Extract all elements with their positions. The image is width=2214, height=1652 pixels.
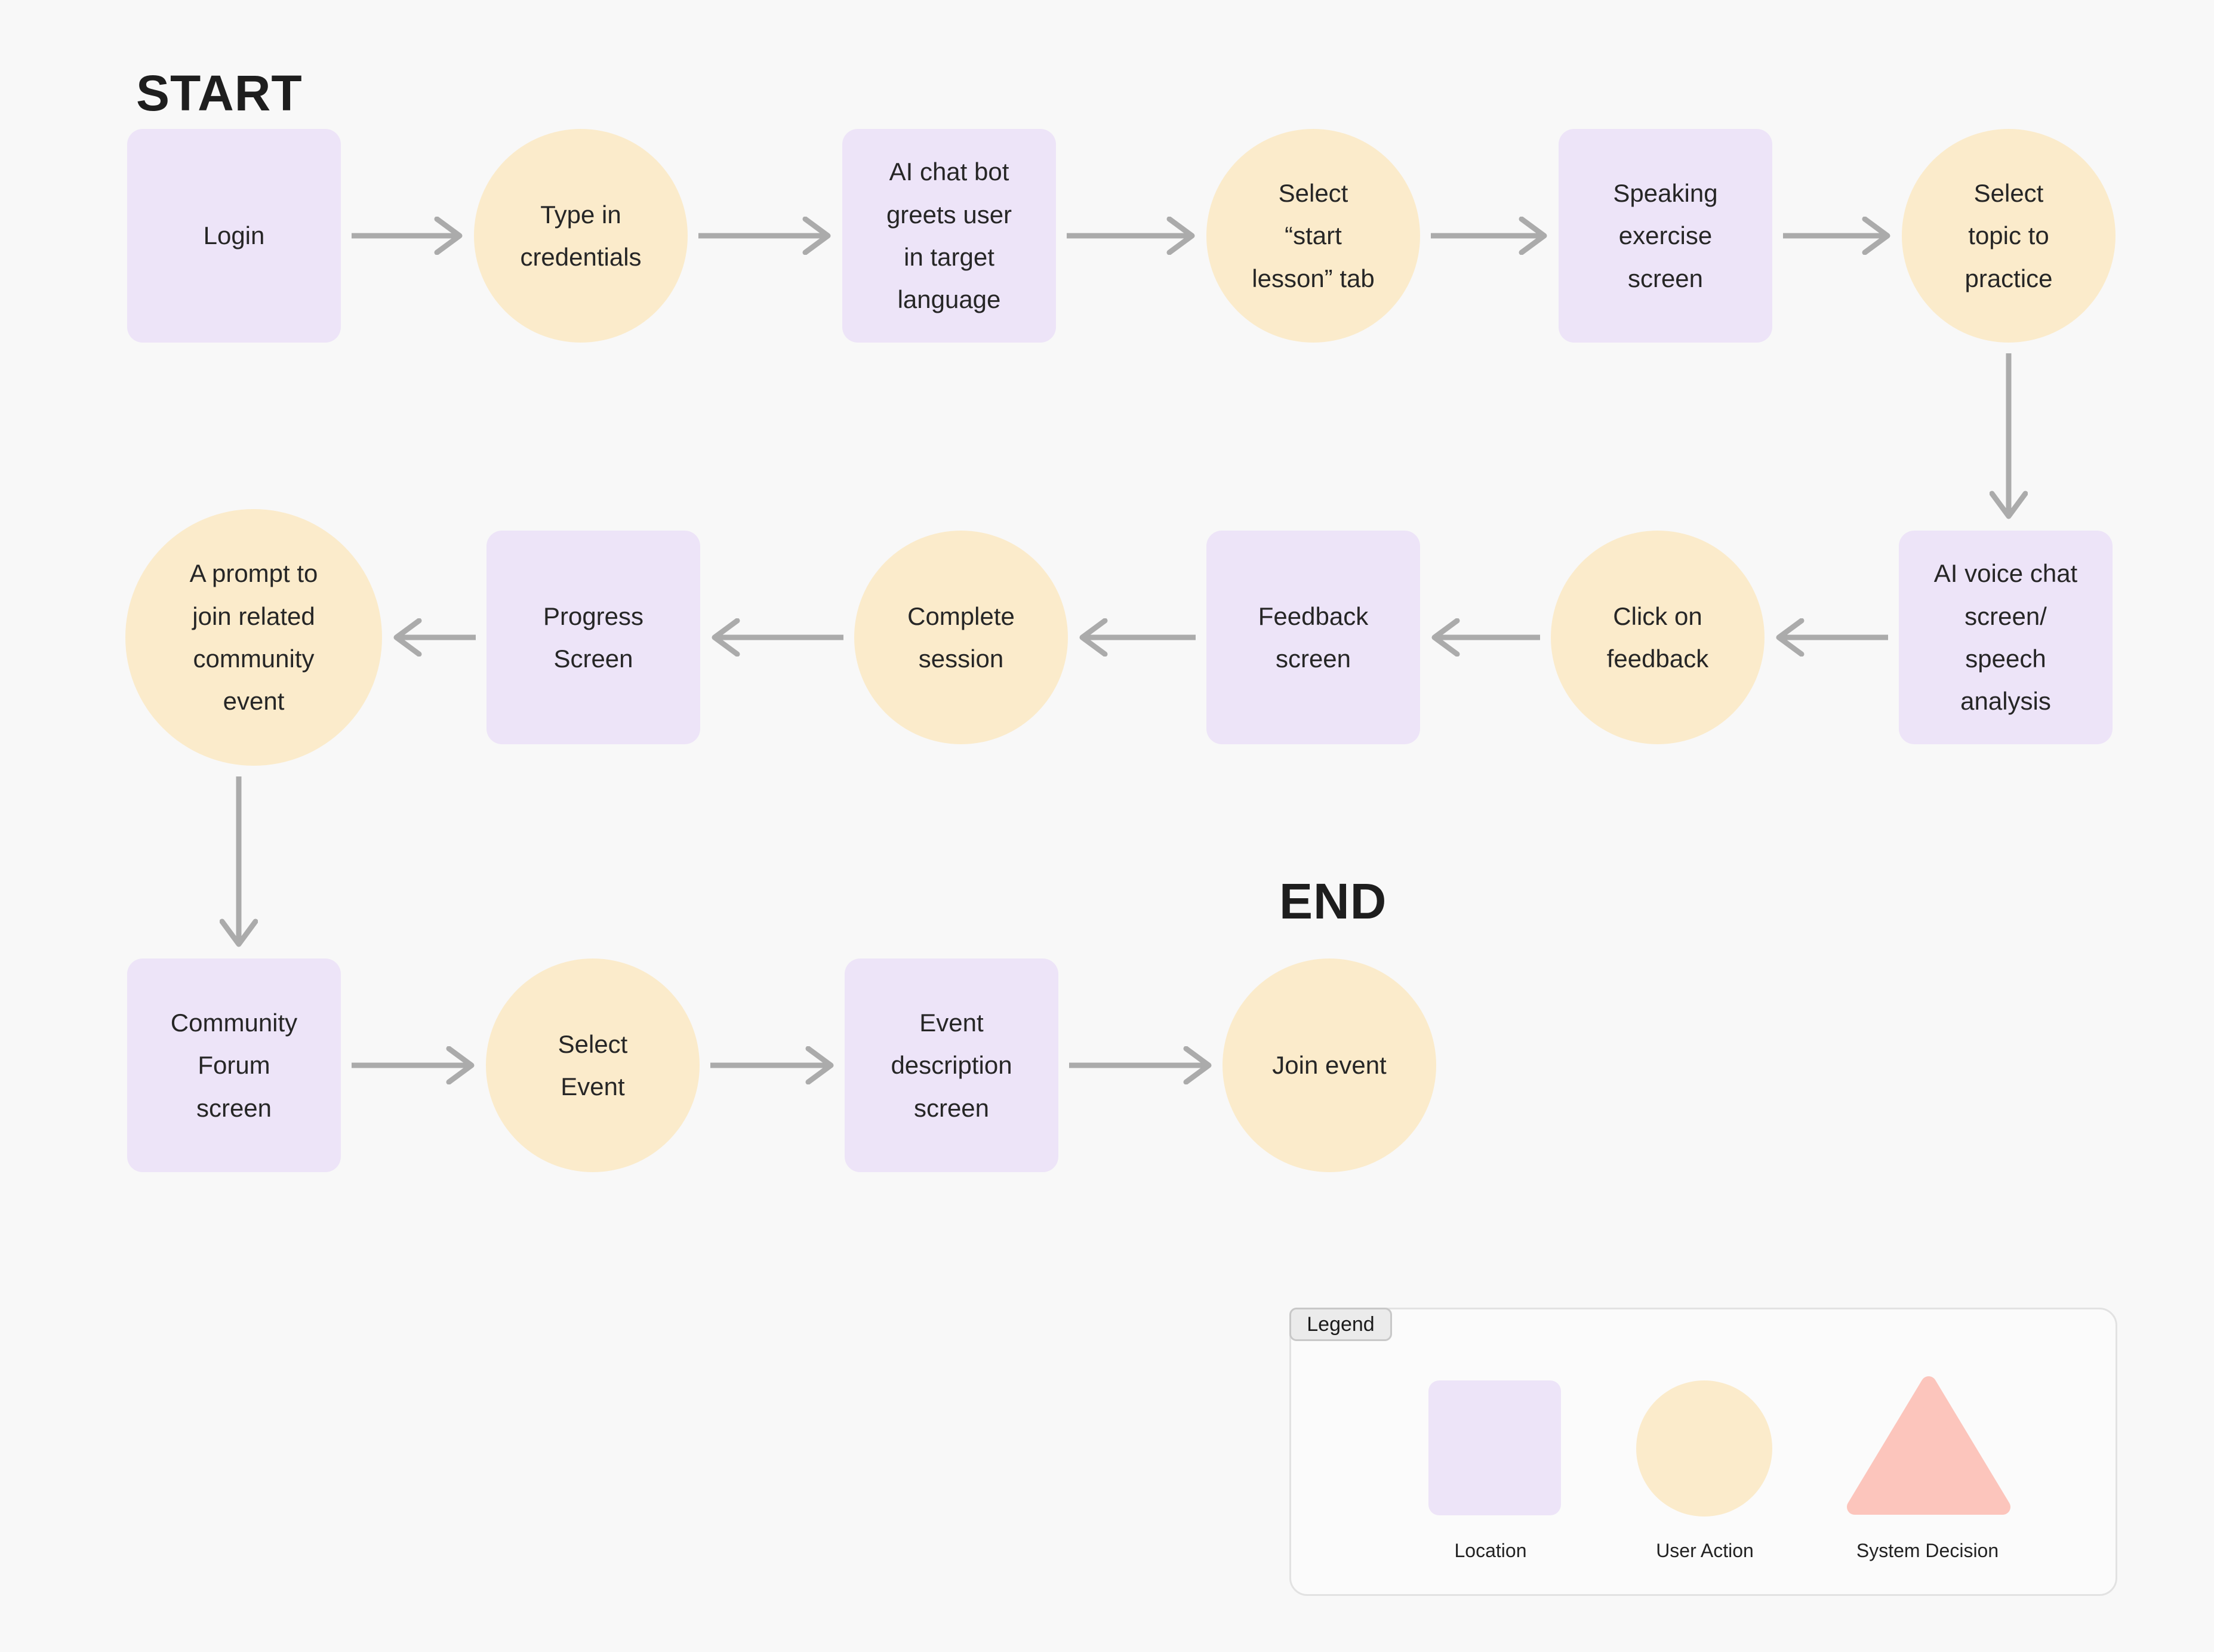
node-ai-chat-bot-greeting-label: AI chat bot greets user in target langua… <box>886 158 1012 314</box>
legend-user-action-swatch-icon <box>1636 1380 1772 1517</box>
node-progress-screen: Progress Screen <box>486 531 700 744</box>
arrow-community-forum-to-select-event <box>352 1046 475 1084</box>
node-type-in-credentials-label: Type in credentials <box>520 200 642 271</box>
node-speaking-exercise-screen-label: Speaking exercise screen <box>1613 178 1718 292</box>
arrow-select-event-to-event-description <box>710 1046 834 1084</box>
end-label: END <box>1279 873 1387 929</box>
arrow-select-topic-to-ai-voice-chat <box>1990 353 2028 519</box>
legend-label-location: Location <box>1454 1540 1527 1561</box>
start-label: START <box>136 65 303 121</box>
node-community-forum-screen-label: Community Forum screen <box>170 1008 298 1122</box>
node-community-event-prompt-label: A prompt to join related community event <box>189 559 318 716</box>
arrow-event-description-to-join-event <box>1069 1046 1212 1084</box>
node-speaking-exercise-screen: Speaking exercise screen <box>1559 129 1772 343</box>
node-login: Login <box>127 129 341 343</box>
node-complete-session-label: Complete session <box>907 602 1015 673</box>
node-type-in-credentials: Type in credentials <box>474 129 688 343</box>
arrow-click-on-feedback-to-feedback-screen <box>1431 618 1540 657</box>
legend-tab: Legend <box>1289 1308 1392 1341</box>
arrow-feedback-screen-to-complete-session <box>1079 618 1196 657</box>
node-ai-voice-chat-screen-label: AI voice chat screen/ speech analysis <box>1933 559 2078 716</box>
node-join-event-label: Join event <box>1272 1051 1387 1080</box>
node-join-event: Join event <box>1223 958 1436 1172</box>
node-click-on-feedback-label: Click on feedback <box>1606 602 1709 673</box>
legend-location-swatch-icon <box>1428 1380 1561 1515</box>
node-select-topic-to-practice-label: Select topic to practice <box>1964 178 2053 292</box>
node-ai-voice-chat-screen: AI voice chat screen/ speech analysis <box>1899 531 2113 744</box>
node-select-event-label: Select Event <box>558 1030 628 1101</box>
node-select-start-lesson-tab: Select “start lesson” tab <box>1206 129 1420 343</box>
arrow-ai-voice-chat-to-click-on-feedback <box>1776 618 1888 657</box>
arrow-ai-chat-bot-to-select-start-lesson <box>1067 217 1195 255</box>
node-click-on-feedback: Click on feedback <box>1551 531 1765 744</box>
legend-panel: Legend Location User Action System Decis… <box>1289 1308 2117 1596</box>
legend-label-user-action: User Action <box>1656 1540 1754 1561</box>
node-feedback-screen: Feedback screen <box>1206 531 1420 744</box>
legend-label-system-decision: System Decision <box>1856 1540 1999 1561</box>
node-select-event: Select Event <box>486 958 700 1172</box>
node-complete-session: Complete session <box>854 531 1068 744</box>
arrow-progress-screen-to-community-event-prompt <box>393 618 476 657</box>
legend-system-decision-triangle-icon <box>1847 1376 2010 1515</box>
arrow-select-start-lesson-to-speaking-exercise <box>1431 217 1547 255</box>
node-select-topic-to-practice: Select topic to practice <box>1902 129 2116 343</box>
node-feedback-screen-label: Feedback screen <box>1258 602 1369 673</box>
node-event-description-screen-label: Event description screen <box>891 1008 1012 1122</box>
node-community-forum-screen: Community Forum screen <box>127 958 341 1172</box>
arrow-type-in-credentials-to-ai-chat-bot <box>698 217 831 255</box>
node-login-label: Login <box>203 221 265 250</box>
node-ai-chat-bot-greeting: AI chat bot greets user in target langua… <box>842 129 1056 343</box>
arrow-speaking-exercise-to-select-topic <box>1783 217 1890 255</box>
node-community-event-prompt: A prompt to join related community event <box>125 509 382 766</box>
node-event-description-screen: Event description screen <box>845 958 1058 1172</box>
arrow-complete-session-to-progress-screen <box>712 618 843 657</box>
node-progress-screen-label: Progress Screen <box>543 602 644 673</box>
arrow-login-to-type-in-credentials <box>352 217 463 255</box>
node-select-start-lesson-tab-label: Select “start lesson” tab <box>1252 178 1375 292</box>
arrow-community-event-prompt-to-community-forum <box>220 776 258 947</box>
